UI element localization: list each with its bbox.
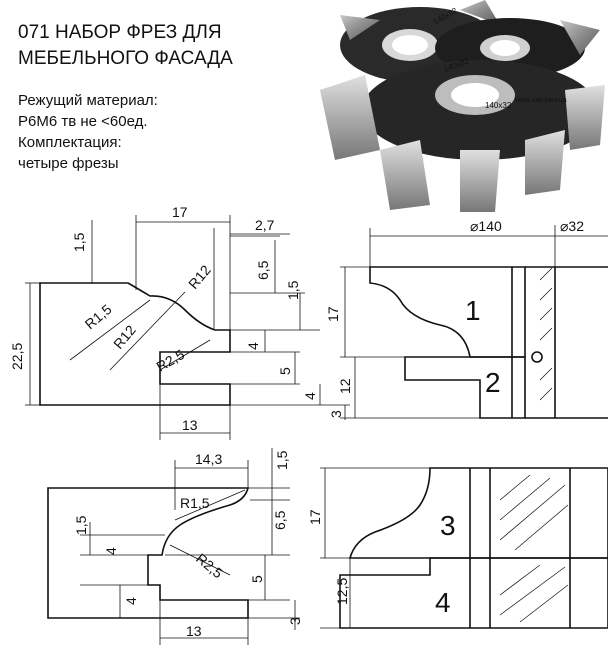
kit-label: Комплектация: <box>18 134 122 151</box>
cutter-top-height-17: 17 <box>325 306 341 322</box>
photo-watermark: www.sae.kiev.ua <box>514 97 567 104</box>
p2-dim-4-bottom: 4 <box>123 597 139 605</box>
cutter-set-photo: 140x32 140x32 140x32 www.sae.kiev.ua <box>320 0 605 212</box>
cutter-top-dimensions <box>340 225 608 419</box>
p1-width-top: 17 <box>172 204 188 220</box>
p1-dim-4b: 4 <box>302 392 318 400</box>
cutter-top-height-12: 12 <box>337 378 353 394</box>
cutter-number-3: 3 <box>440 510 456 541</box>
p1-width-small: 2,7 <box>255 217 275 233</box>
profile-2-dimensions <box>80 448 300 645</box>
p1-dim-6-5: 6,5 <box>255 260 271 280</box>
profile-1-dimensions <box>25 215 350 440</box>
material-value: Р6М6 тв не <60ед. <box>18 113 148 130</box>
p1-height-total: 22,5 <box>9 343 25 370</box>
profile-1-outline <box>39 282 231 406</box>
kit-value: четыре фрезы <box>18 155 119 172</box>
cutter-number-2: 2 <box>485 367 501 398</box>
cutter-front <box>320 60 605 212</box>
p1-bottom-width: 13 <box>182 417 198 433</box>
p1-dim-5: 5 <box>277 367 293 375</box>
p1-r-small-right: R2,5 <box>154 346 188 375</box>
cutter-top-hatch <box>539 267 553 401</box>
cutter-bottom-height-17: 17 <box>307 509 323 525</box>
cutter-bottom-dimensions <box>320 467 430 629</box>
title-line-2: МЕБЕЛЬНОГО ФАСАДА <box>18 48 233 69</box>
p1-r-large-2: R12 <box>185 262 214 292</box>
p2-width-top: 14,3 <box>195 451 222 467</box>
p2-r-small: R1,5 <box>180 495 210 511</box>
p1-dim-1-5: 1,5 <box>285 280 301 300</box>
cutter-top-bore: ⌀32 <box>560 218 584 234</box>
p2-dim-1-5-left: 1,5 <box>73 515 89 535</box>
title-line-1: 071 НАБОР ФРЕЗ ДЛЯ <box>18 22 222 43</box>
material-label: Режущий материал: <box>18 92 158 109</box>
technical-drawing: 17 2,7 1,5 22,5 R1,5 R12 R12 R2,5 6,5 1,… <box>9 204 608 645</box>
p2-dim-3: 3 <box>287 617 303 625</box>
p2-dim-1-5-top: 1,5 <box>274 450 290 470</box>
cutter-number-1: 1 <box>465 295 481 326</box>
cutter-bottom-height-12-5: 12,5 <box>334 578 350 605</box>
p2-dim-6-5: 6,5 <box>272 510 288 530</box>
p2-dim-5: 5 <box>249 575 265 583</box>
p1-offset-top: 1,5 <box>71 232 87 252</box>
cutter-number-4: 4 <box>435 587 451 618</box>
cutter-top-diameter: ⌀140 <box>470 218 502 234</box>
profile-2-outline <box>47 487 250 619</box>
p2-bottom-width: 13 <box>186 623 202 639</box>
specs-block: Режущий материал: Р6М6 тв не <60ед. Комп… <box>18 90 258 174</box>
page-title: 071 НАБОР ФРЕЗ ДЛЯ МЕБЕЛЬНОГО ФАСАДА <box>18 20 318 72</box>
marking-3: 140x32 <box>485 101 512 110</box>
p1-dim-3: 3 <box>328 410 344 418</box>
cutter-bottom-hatch <box>499 474 569 623</box>
p1-r-small-left: R1,5 <box>82 301 115 332</box>
p1-dim-4: 4 <box>245 342 261 350</box>
p2-dim-4-left: 4 <box>103 547 119 555</box>
cutter-top-section <box>369 266 608 419</box>
cutter-bottom-section <box>339 467 608 629</box>
